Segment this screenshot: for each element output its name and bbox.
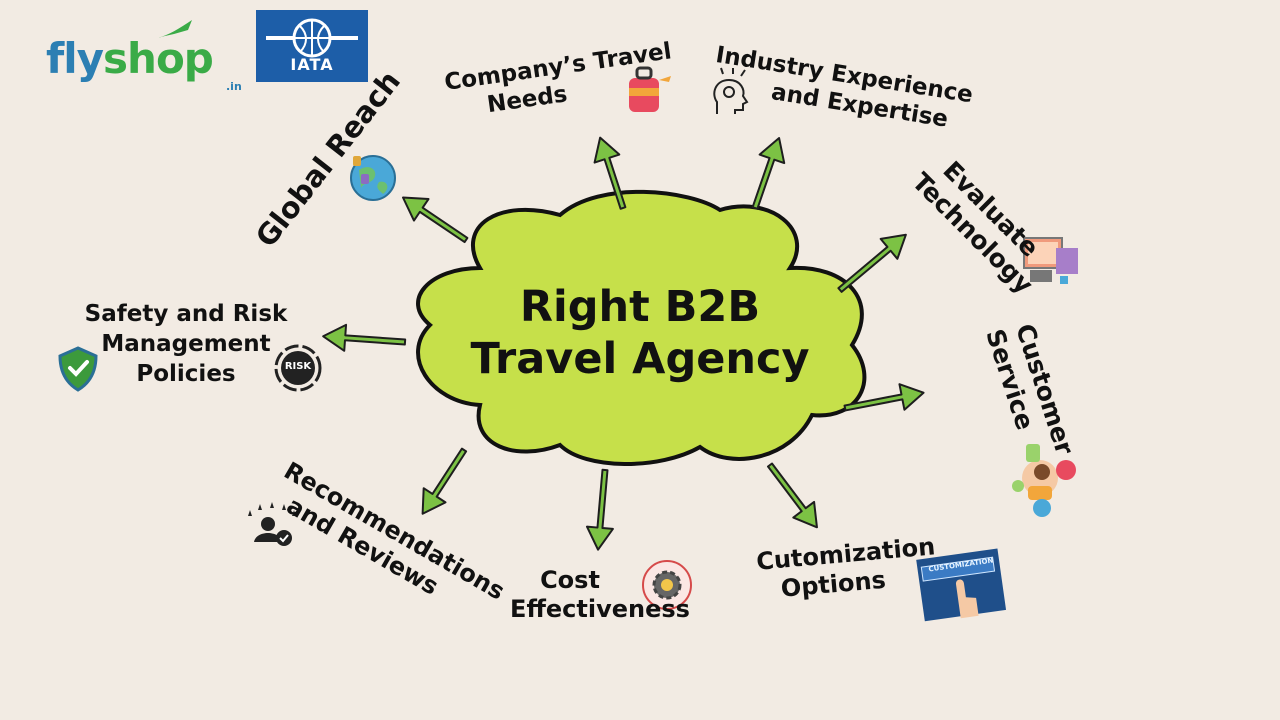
iata-globe-icon [266, 18, 358, 58]
arrow-safety-risk [322, 323, 407, 352]
center-title-line1: Right B2B [519, 282, 761, 332]
label-cost-effectiveness: Cost Effectiveness [500, 566, 700, 624]
risk-icon-label: RISK [284, 361, 312, 372]
safety-line3: Policies [136, 360, 236, 387]
arrow-evaluate-technology [837, 233, 907, 293]
iata-logo: IATA [256, 10, 368, 82]
risk-icon [274, 344, 322, 392]
shield-check-icon [58, 346, 98, 392]
arrow-cost-effectiveness [585, 468, 614, 551]
arrow-customer-service [843, 383, 925, 412]
arrow-global-reach [401, 196, 469, 244]
center-cloud [416, 189, 867, 466]
plane-icon [156, 20, 192, 38]
flyshop-logo-part1: fly [46, 34, 104, 83]
globe-icon [350, 155, 396, 201]
center-title: Right B2B Travel Agency [440, 282, 840, 385]
flyshop-logo-part2: shop [103, 34, 214, 83]
arrow-customization [767, 462, 818, 529]
support-icon [1012, 444, 1076, 517]
technology-icon [1023, 237, 1078, 284]
luggage-icon [629, 66, 671, 112]
reviews-icon [248, 502, 296, 546]
connector-arrows [322, 136, 925, 551]
cost-effective-gear-icon [642, 560, 692, 610]
flyshop-logo-tld: .in [226, 80, 242, 93]
brain-idea-icon [713, 67, 749, 114]
arrow-recommendations [421, 447, 468, 515]
center-title-line2: Travel Agency [470, 333, 810, 384]
arrow-company-needs [593, 136, 627, 210]
safety-line2: Management [101, 330, 271, 357]
arrow-industry-experience [751, 137, 786, 210]
cost-line2: Effectiveness [510, 594, 690, 623]
customization-icon [916, 548, 1007, 622]
iata-logo-text: IATA [290, 55, 334, 74]
safety-line1: Safety and Risk [84, 301, 288, 327]
flyshop-logo: flyshop .in [46, 18, 246, 93]
label-safety-risk: Safety and Risk Management Policies [76, 300, 296, 390]
cost-line1: Cost [540, 566, 600, 594]
